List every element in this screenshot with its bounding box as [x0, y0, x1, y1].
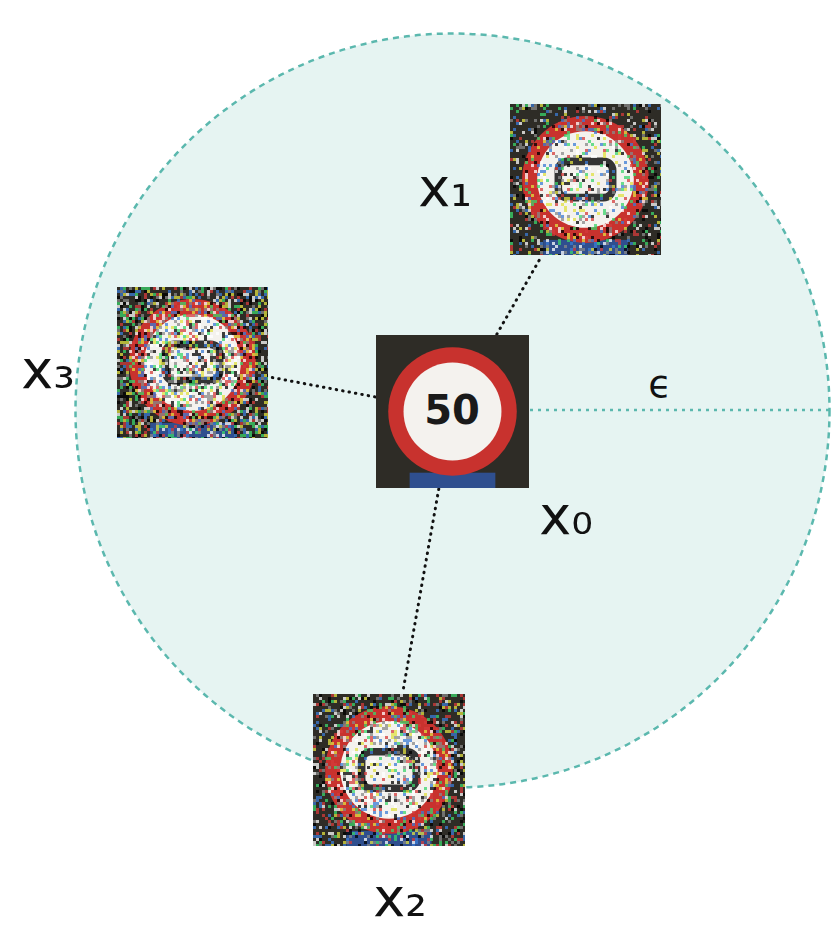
traffic-sign-image [313, 694, 465, 846]
sample-name: x₃ [21, 343, 75, 397]
distance-line [269, 377, 375, 397]
sample-name: x₀ [539, 489, 593, 543]
adversarial-noise [510, 104, 661, 255]
sign-ring [388, 347, 517, 476]
sign-photo-ground [117, 287, 268, 438]
digits-blur [558, 161, 612, 197]
ball-outline [76, 34, 830, 788]
adversarial-noise [117, 287, 268, 438]
sign-face [404, 363, 502, 461]
digits-blur [165, 344, 219, 380]
adversarial-noise [313, 694, 465, 846]
sign-ring [522, 116, 649, 243]
sign-photo-ground [510, 104, 661, 255]
sign-photo-ground [313, 694, 465, 846]
distance-line [403, 489, 439, 693]
sample-name: x₂ [373, 871, 427, 925]
image-sample: x₃ [117, 287, 268, 438]
sign-face [144, 314, 241, 411]
sign-plate [150, 423, 235, 438]
sign-face [340, 721, 437, 818]
radius-symbol: ϵ [645, 365, 674, 403]
sign-face [537, 131, 634, 228]
sign-number: 50 [421, 390, 483, 430]
sign-ring [129, 299, 256, 426]
sample-name: x₁ [418, 161, 472, 215]
radius-line [530, 409, 829, 412]
digits-blur [362, 752, 417, 788]
traffic-sign-image [510, 104, 661, 255]
image-sample: x₁ [510, 104, 661, 255]
distance-line [497, 256, 542, 334]
sign-photo-ground [376, 335, 529, 488]
sign-ring [325, 706, 453, 834]
traffic-sign-image [117, 287, 268, 438]
image-sample: x₂ [313, 694, 465, 846]
